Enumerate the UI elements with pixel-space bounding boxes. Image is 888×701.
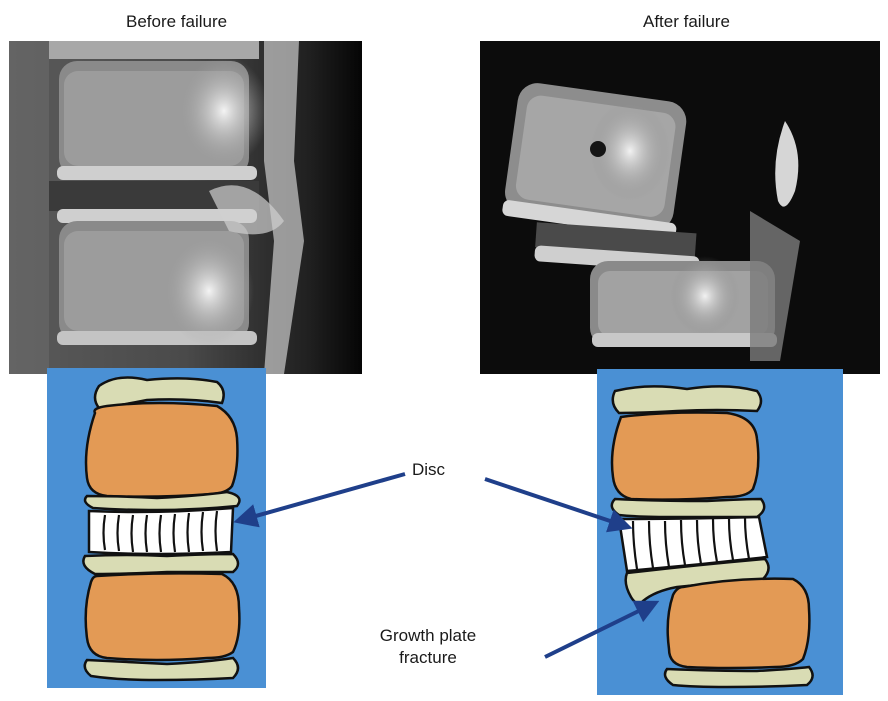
disc-arrow-left [238, 474, 405, 521]
fracture-arrow [545, 603, 655, 657]
disc-arrow-right [485, 479, 628, 527]
